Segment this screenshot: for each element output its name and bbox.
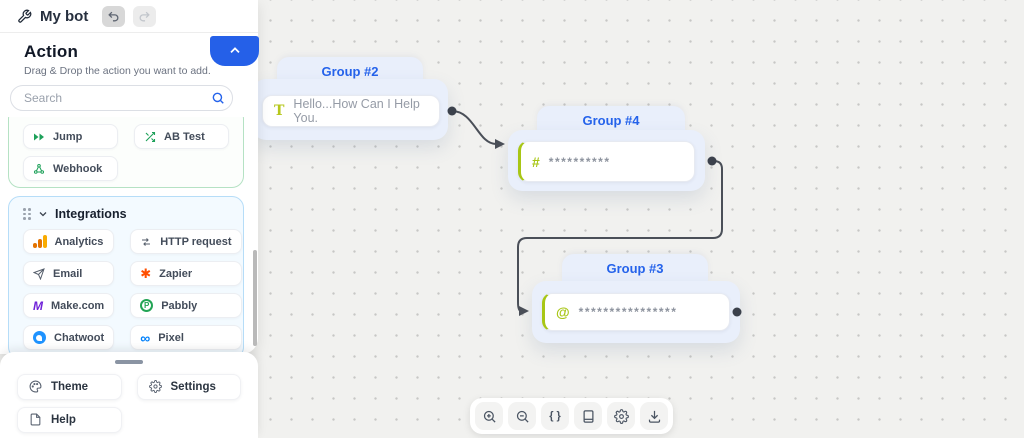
action-item-webhook[interactable]: Webhook <box>23 156 118 181</box>
undo-button[interactable] <box>102 5 126 27</box>
sidebar-footer: Theme Settings Help <box>0 352 258 438</box>
preview-button[interactable] <box>574 402 602 430</box>
settings-button[interactable]: Settings <box>136 373 241 400</box>
panel-subtitle: Drag & Drop the action you want to add. <box>24 65 211 77</box>
node-group3-tab[interactable]: Group #3 <box>562 254 708 282</box>
redo-icon <box>139 11 151 21</box>
search-input[interactable] <box>10 85 233 111</box>
sheet-drag-handle[interactable] <box>115 360 143 364</box>
integration-item-make[interactable]: M Make.com <box>23 293 115 318</box>
drag-handle-icon[interactable] <box>23 208 31 220</box>
search-icon[interactable] <box>211 91 225 105</box>
integrations-title: Integrations <box>55 207 127 221</box>
integration-item-chatwoot[interactable]: Chatwoot <box>23 325 115 350</box>
bot-title: My bot <box>40 7 89 25</box>
node-group4[interactable]: # ********** <box>508 130 705 191</box>
action-item-jump[interactable]: Jump <box>23 124 118 149</box>
chevron-up-icon <box>229 47 240 53</box>
bot-header: My bot <box>0 0 258 33</box>
integration-item-zapier[interactable]: ✱ Zapier <box>130 261 242 286</box>
palette-icon <box>29 380 42 393</box>
integration-item-pabbly[interactable]: P Pabbly <box>130 293 242 318</box>
node-group2[interactable]: T Hello...How Can I Help You. <box>252 79 448 140</box>
pabbly-icon: P <box>140 299 154 312</box>
integration-item-http-request[interactable]: HTTP request <box>130 229 242 254</box>
ab-test-icon <box>145 131 156 142</box>
braces-icon: { } <box>549 410 561 422</box>
node-group2-title: Group #2 <box>321 63 379 79</box>
gear-icon <box>148 380 162 393</box>
make-icon: M <box>33 298 43 313</box>
canvas-settings-button[interactable] <box>607 402 635 430</box>
integration-item-pixel[interactable]: ∞ Pixel <box>130 325 242 350</box>
chatwoot-icon <box>33 331 46 344</box>
node-group3-title: Group #3 <box>606 260 664 276</box>
json-view-button[interactable]: { } <box>541 402 569 430</box>
node-group3-email-card[interactable]: @ **************** <box>542 293 730 331</box>
zoom-out-icon <box>516 410 529 423</box>
help-button[interactable]: Help <box>17 406 122 433</box>
zapier-icon: ✱ <box>140 266 152 281</box>
node-group3-value: **************** <box>578 305 678 319</box>
wrench-icon <box>18 9 32 23</box>
number-action-icon: # <box>532 153 540 170</box>
canvas-toolbar: { } <box>470 398 673 434</box>
integrations-section: Integrations Analytics HTTP request Ema <box>8 196 244 353</box>
integration-item-email[interactable]: Email <box>23 261 115 286</box>
send-icon <box>33 267 45 280</box>
edge-arrowhead-group3 <box>519 306 529 316</box>
analytics-icon <box>33 235 47 248</box>
export-button[interactable] <box>640 402 668 430</box>
node-group3[interactable]: @ **************** <box>532 281 740 343</box>
action-list-scroll[interactable]: Jump AB Test Webhook <box>0 117 258 353</box>
pixel-icon: ∞ <box>140 329 151 346</box>
collapse-panel-button[interactable] <box>210 36 259 66</box>
chevron-down-icon[interactable] <box>37 208 49 220</box>
download-icon <box>648 410 660 423</box>
actions-section: Jump AB Test Webhook <box>8 117 244 188</box>
node-group4-value: ********** <box>548 154 611 169</box>
sidebar-scrollbar[interactable] <box>253 250 257 346</box>
at-action-icon: @ <box>556 304 570 320</box>
undo-icon <box>108 11 119 21</box>
integration-item-analytics[interactable]: Analytics <box>23 229 115 254</box>
node-group2-message: Hello...How Can I Help You. <box>293 97 420 125</box>
sidebar: My bot Action Drag & Drop the action you… <box>0 0 259 354</box>
gear-icon <box>613 408 629 424</box>
theme-button[interactable]: Theme <box>17 373 122 400</box>
integrations-header[interactable]: Integrations <box>23 207 229 221</box>
node-group4-title: Group #4 <box>582 112 640 128</box>
output-handle-group4[interactable] <box>707 156 717 166</box>
document-icon <box>30 413 41 426</box>
panel-title: Action <box>24 42 79 61</box>
node-group2-message-card[interactable]: T Hello...How Can I Help You. <box>262 95 440 127</box>
output-handle-group2[interactable] <box>447 106 457 116</box>
node-group4-tab[interactable]: Group #4 <box>537 106 685 134</box>
zoom-in-button[interactable] <box>475 402 503 430</box>
jump-icon <box>34 133 44 140</box>
node-group4-number-card[interactable]: # ********** <box>518 141 695 182</box>
webhook-icon <box>33 163 45 174</box>
edge-group4-group3 <box>517 160 723 312</box>
output-handle-group3[interactable] <box>732 307 742 317</box>
edge-arrowhead-group4 <box>495 139 505 149</box>
action-item-ab-test[interactable]: AB Test <box>134 124 229 149</box>
text-action-icon: T <box>274 103 285 119</box>
http-request-icon <box>142 237 151 246</box>
book-icon <box>583 409 593 423</box>
redo-button[interactable] <box>133 5 157 27</box>
zoom-out-button[interactable] <box>508 402 536 430</box>
edge-group2-group4 <box>451 110 497 145</box>
zoom-in-icon <box>483 410 496 423</box>
